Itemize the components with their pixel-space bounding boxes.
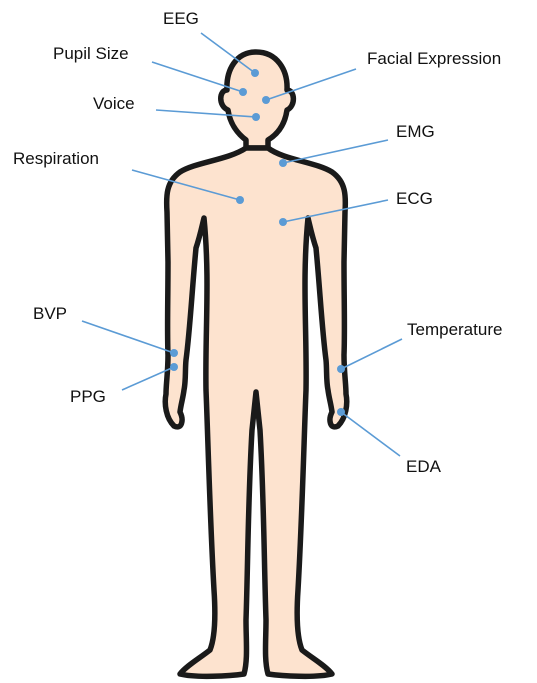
bvp-label: BVP: [33, 304, 67, 323]
emg-leader-line: [283, 140, 388, 163]
facial-expression-point: [262, 96, 270, 104]
respiration-label: Respiration: [13, 149, 99, 168]
eda-label: EDA: [406, 457, 442, 476]
bvp-point: [170, 349, 178, 357]
temperature-leader-line: [341, 339, 402, 369]
temperature-label: Temperature: [407, 320, 502, 339]
respiration-point: [236, 196, 244, 204]
eda-leader-line: [341, 412, 400, 456]
ppg-point: [170, 363, 178, 371]
pupil-size-point: [239, 88, 247, 96]
ppg-label: PPG: [70, 387, 106, 406]
eeg-label: EEG: [163, 9, 199, 28]
voice-point: [252, 113, 260, 121]
sensor-ppg: PPG: [70, 363, 178, 406]
head-shape: [221, 52, 294, 148]
sensor-temperature: Temperature: [337, 320, 502, 373]
sensor-eda: EDA: [337, 408, 442, 476]
temperature-point: [337, 365, 345, 373]
human-body-figure: [165, 52, 346, 676]
sensor-facial-expression: Facial Expression: [262, 49, 501, 104]
eda-point: [337, 408, 345, 416]
pupil-size-label: Pupil Size: [53, 44, 129, 63]
voice-label: Voice: [93, 94, 135, 113]
emg-label: EMG: [396, 122, 435, 141]
ecg-label: ECG: [396, 189, 433, 208]
body-shape: [165, 148, 346, 676]
ecg-point: [279, 218, 287, 226]
eeg-point: [251, 69, 259, 77]
sensor-bvp: BVP: [33, 304, 178, 357]
sensor-pupil-size: Pupil Size: [53, 44, 247, 96]
facial-expression-label: Facial Expression: [367, 49, 501, 68]
emg-point: [279, 159, 287, 167]
bvp-leader-line: [82, 321, 174, 353]
